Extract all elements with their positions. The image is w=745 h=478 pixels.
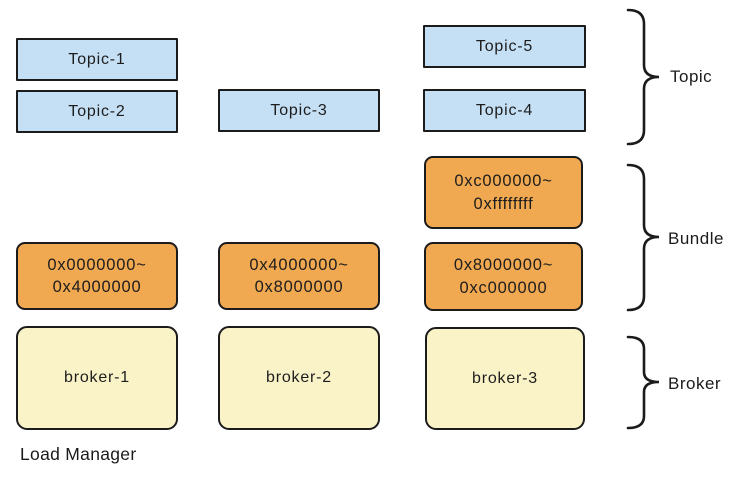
bundle-3-label: 0x8000000~ 0xc000000 [453,256,554,297]
bundle-2-label: 0x4000000~ 0x8000000 [249,255,349,296]
bundle-1-label: 0x0000000~ 0x4000000 [47,255,147,296]
topic-2-box: Topic-2 [16,90,178,133]
broker-3-box: broker-3 [425,327,585,430]
topic-5-box: Topic-5 [423,25,586,68]
bundle-1-box: 0x0000000~ 0x4000000 [16,242,178,310]
broker-brace-icon [626,335,660,430]
topic-1-box: Topic-1 [16,38,178,81]
topic-3-box: Topic-3 [218,89,380,132]
topic-4-box: Topic-4 [423,89,586,132]
bundle-3-box: 0x8000000~ 0xc000000 [424,242,583,311]
topic-brace-icon [626,8,660,146]
bundle-2-box: 0x4000000~ 0x8000000 [218,242,380,310]
legend-broker-label: Broker [668,374,722,393]
topic-2-label: Topic-2 [68,102,126,120]
legend-topic-label: Topic [670,67,713,86]
broker-2-label: broker-2 [266,369,332,387]
topic-1-label: Topic-1 [68,50,126,68]
topic-5-label: Topic-5 [475,37,534,55]
bundle-4-box: 0xc000000~ 0xffffffff [424,156,583,229]
bundle-brace-icon [626,163,660,312]
broker-2-box: broker-2 [218,326,380,430]
broker-1-box: broker-1 [16,326,178,430]
load-manager-caption: Load Manager [20,444,137,464]
topic-4-label: Topic-4 [475,101,534,119]
broker-3-label: broker-3 [472,369,538,387]
legend-bundle-label: Bundle [668,229,724,248]
topic-3-label: Topic-3 [270,101,328,119]
broker-1-label: broker-1 [64,369,130,387]
bundle-4-label: 0xc000000~ 0xffffffff [454,172,553,213]
